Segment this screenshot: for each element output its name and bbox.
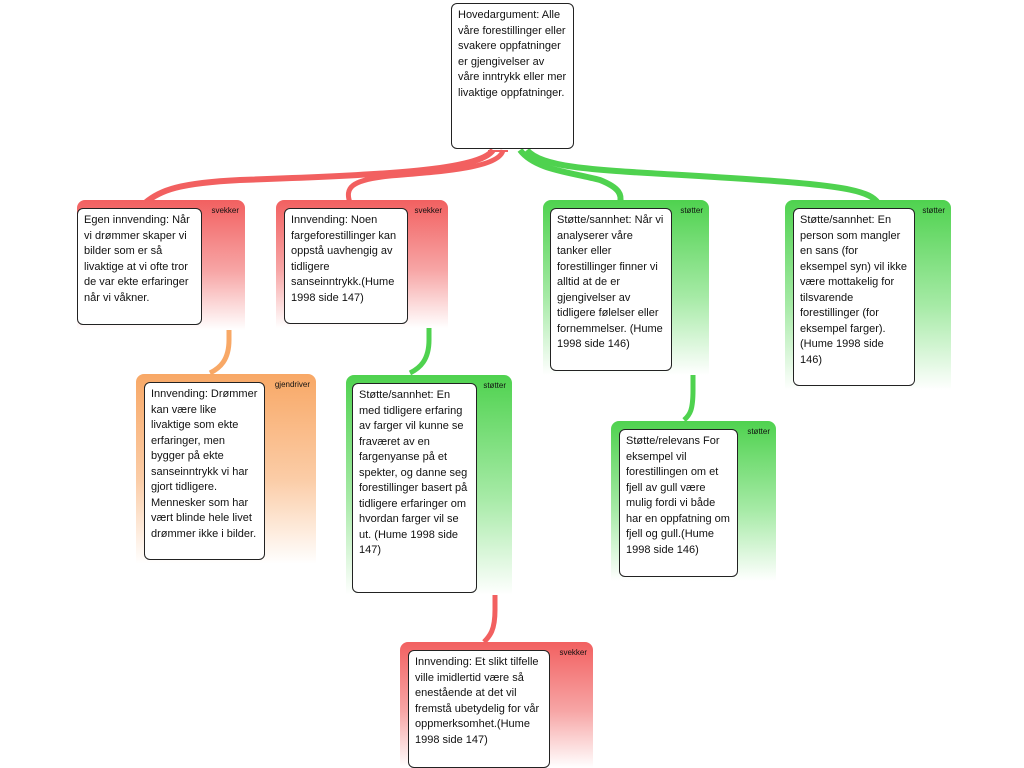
card-text: Innvending: Drømmer kan være like livakt… — [144, 382, 265, 560]
relation-label: støtter — [922, 206, 945, 215]
main-argument-node[interactable]: Hovedargument: Alle våre forestillinger … — [451, 3, 574, 149]
connector-analyser-fjell — [682, 247, 696, 422]
connector-egen-drommer — [208, 255, 232, 376]
card-tidligere-erfaring[interactable]: støtter Støtte/sannhet: En med tidligere… — [346, 375, 512, 595]
card-text: Egen innvending: Når vi drømmer skaper v… — [77, 208, 202, 325]
card-text: Støtte/relevans For eksempel vil foresti… — [619, 429, 738, 577]
card-fjell-av-gull[interactable]: støtter Støtte/relevans For eksempel vil… — [611, 421, 776, 581]
relation-label: gjendriver — [274, 380, 310, 389]
relation-label: støtter — [680, 206, 703, 215]
relation-label: svekker — [414, 206, 442, 215]
relation-label: støtter — [483, 381, 506, 390]
connector-main-sans — [524, 147, 881, 205]
connector-main-egen — [143, 148, 496, 206]
card-fargeforestillinger[interactable]: svekker Innvending: Noen fargeforestilli… — [276, 200, 448, 328]
relation-label: svekker — [211, 206, 239, 215]
card-text: Støtte/sannhet: En person som mangler en… — [793, 208, 915, 386]
card-drommer-innvending[interactable]: gjendriver Innvending: Drømmer kan være … — [136, 374, 316, 564]
card-text: Støtte/sannhet: Når vi analyserer våre t… — [550, 208, 672, 371]
connector-noen-erfaring — [408, 247, 432, 376]
card-egen-innvending[interactable]: svekker Egen innvending: Når vi drømmer … — [77, 200, 245, 330]
relation-label: støtter — [747, 427, 770, 436]
card-analyserer-tanker[interactable]: støtter Støtte/sannhet: Når vi analysere… — [543, 200, 709, 375]
connector-main-analyser — [517, 148, 624, 204]
card-slikt-tilfelle[interactable]: svekker Innvending: Et slikt tilfelle vi… — [400, 642, 593, 768]
connector-erfaring-tilfelle — [482, 428, 498, 644]
relation-label: svekker — [559, 648, 587, 657]
card-text: Innvending: Noen fargeforestillinger kan… — [284, 208, 408, 324]
connector-main-noen — [345, 149, 506, 204]
card-mangler-sans[interactable]: støtter Støtte/sannhet: En person som ma… — [785, 200, 951, 390]
card-text: Innvending: Et slikt tilfelle ville imid… — [408, 650, 550, 768]
card-text: Støtte/sannhet: En med tidligere erfarin… — [352, 383, 477, 593]
